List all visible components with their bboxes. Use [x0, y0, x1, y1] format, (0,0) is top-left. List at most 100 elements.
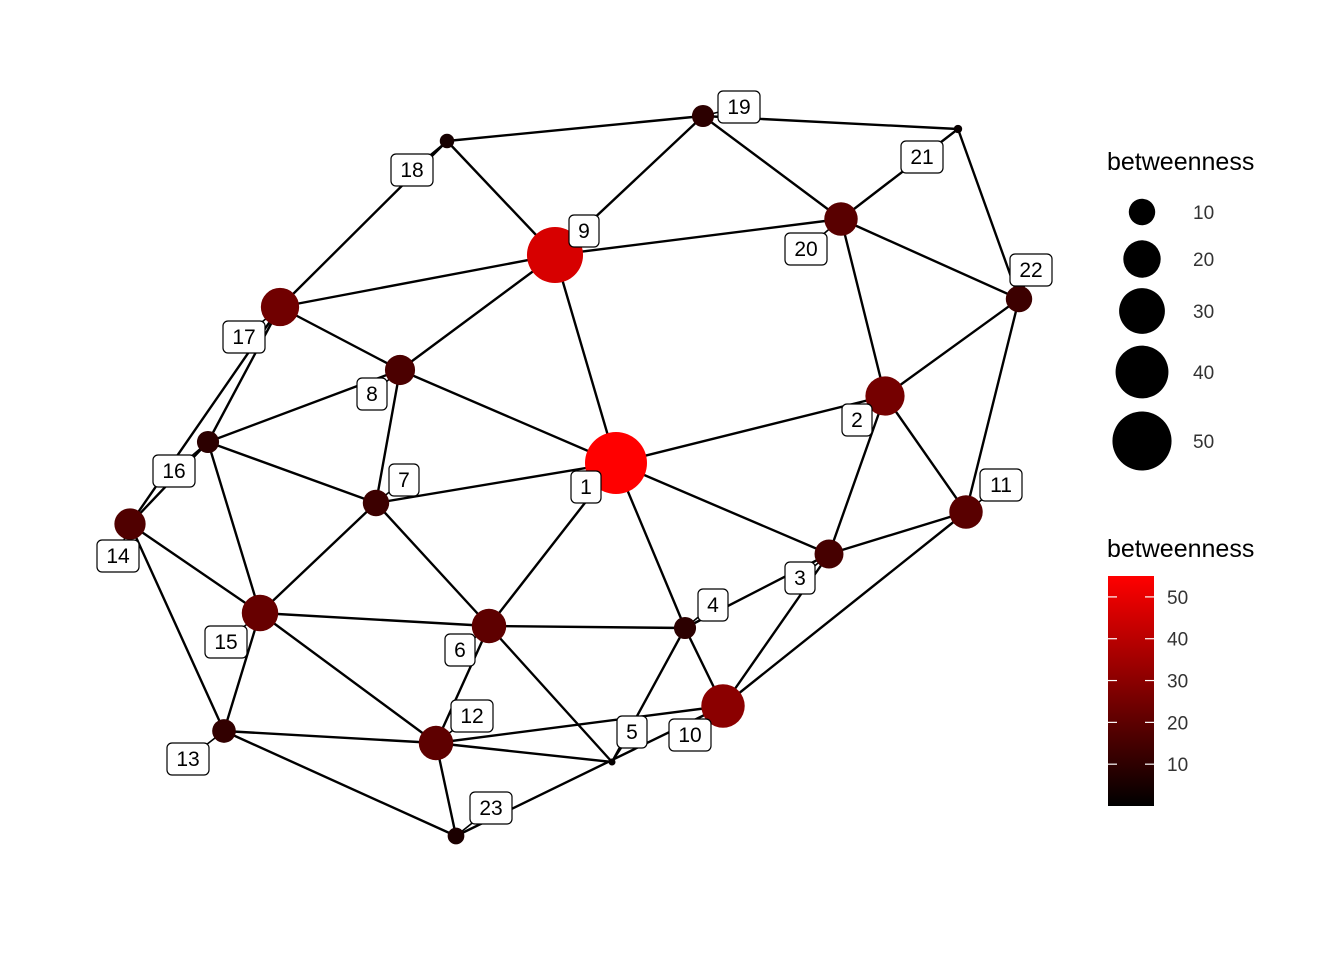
node-12 [418, 725, 454, 761]
node-label-text: 14 [106, 545, 130, 568]
edge-1-2 [614, 394, 887, 465]
node-label-8: 8 [356, 377, 388, 411]
size-legend-key-10 [1128, 198, 1156, 226]
node-label-box [356, 377, 388, 411]
node-label-14: 14 [96, 539, 140, 573]
colorbar-label-20: 20 [1167, 713, 1188, 734]
edge-4-6 [487, 624, 687, 630]
node-label-13: 13 [166, 742, 210, 776]
edge-1-8 [398, 368, 618, 465]
edge-6-12 [434, 624, 491, 745]
node-label-22: 22 [1009, 253, 1053, 287]
node-23 [447, 827, 465, 845]
edge-2-3 [827, 394, 887, 556]
node-13 [212, 719, 236, 743]
node-label-text: 11 [990, 474, 1012, 497]
node-2 [865, 376, 905, 416]
edge-15-13 [222, 611, 262, 733]
node-label-text: 9 [578, 220, 590, 243]
size-legend-label-50: 50 [1193, 432, 1214, 453]
node-label-box [1009, 253, 1053, 287]
node-label-3: 3 [784, 561, 816, 595]
colorbar-label-10: 10 [1167, 755, 1188, 776]
edge-2-11 [883, 394, 968, 514]
edge-15-12 [258, 611, 438, 745]
node-label-box [979, 468, 1023, 502]
node-21 [953, 124, 963, 134]
size-legend-key-30 [1119, 288, 1165, 334]
edge-7-8 [374, 368, 402, 505]
size-legend-label-10: 10 [1193, 203, 1214, 224]
size-legend-title: betweenness [1107, 148, 1254, 176]
node-label-2: 2 [841, 403, 873, 437]
node-19 [691, 104, 715, 128]
node-11 [949, 495, 983, 529]
node-label-box [388, 463, 420, 497]
node-label-text: 8 [366, 383, 378, 406]
edge-13-12 [222, 729, 438, 745]
edge-7-15 [258, 501, 378, 615]
node-label-18: 18 [390, 153, 434, 187]
edge-9-17 [278, 253, 557, 309]
node-label-text: 7 [398, 469, 410, 492]
size-legend-label-40: 40 [1193, 363, 1214, 384]
node-label-19: 19 [717, 90, 761, 124]
colorbar [1108, 576, 1154, 806]
node-label-text: 19 [727, 96, 750, 119]
node-8 [384, 354, 416, 386]
node-label-text: 17 [232, 326, 255, 349]
node-7 [362, 489, 390, 517]
node-label-box [784, 232, 828, 266]
node-label-box [668, 718, 712, 752]
node-6 [471, 608, 507, 644]
node-label-box [166, 742, 210, 776]
node-label-text: 18 [400, 159, 423, 182]
edge-18-19 [445, 114, 705, 143]
node-17 [260, 287, 300, 327]
node-label-text: 10 [678, 724, 701, 747]
edge-22-11 [964, 297, 1021, 514]
node-label-17: 17 [222, 320, 266, 354]
edge-16-15 [206, 440, 262, 615]
size-legend-label-30: 30 [1193, 302, 1214, 323]
edge-20-2 [839, 217, 887, 398]
node-10 [701, 684, 745, 728]
node-label-box [204, 625, 248, 659]
node-label-box [469, 791, 513, 825]
edge-1-3 [614, 461, 831, 556]
node-label-text: 23 [479, 797, 502, 820]
node-label-11: 11 [979, 468, 1023, 502]
edge-21-22 [956, 127, 1021, 301]
edge-19-20 [701, 114, 843, 221]
edge-9-20 [553, 217, 843, 257]
node-label-text: 21 [910, 146, 933, 169]
edge-20-22 [839, 217, 1021, 301]
node-label-box [841, 403, 873, 437]
node-label-text: 15 [214, 631, 237, 654]
node-label-7: 7 [388, 463, 420, 497]
edge-22-2 [883, 297, 1021, 398]
node-label-16: 16 [152, 454, 196, 488]
edge-6-5 [487, 624, 614, 764]
node-label-text: 3 [794, 567, 806, 590]
node-4 [673, 616, 697, 640]
edge-1-9 [553, 253, 618, 465]
edge-1-7 [374, 461, 618, 505]
colorbar-label-40: 40 [1167, 630, 1188, 651]
node-label-9: 9 [568, 214, 600, 248]
node-label-4: 4 [697, 588, 729, 622]
node-label-text: 2 [851, 409, 863, 432]
color-legend-title: betweenness [1107, 535, 1254, 563]
node-label-box [697, 588, 729, 622]
node-label-box [96, 539, 140, 573]
edge-17-16 [206, 305, 282, 444]
edge-14-15 [128, 522, 262, 615]
edge-7-16 [206, 440, 378, 505]
node-label-20: 20 [784, 232, 828, 266]
node-label-15: 15 [204, 625, 248, 659]
edge-6-15 [258, 611, 491, 628]
size-legend-key-50 [1112, 411, 1172, 471]
